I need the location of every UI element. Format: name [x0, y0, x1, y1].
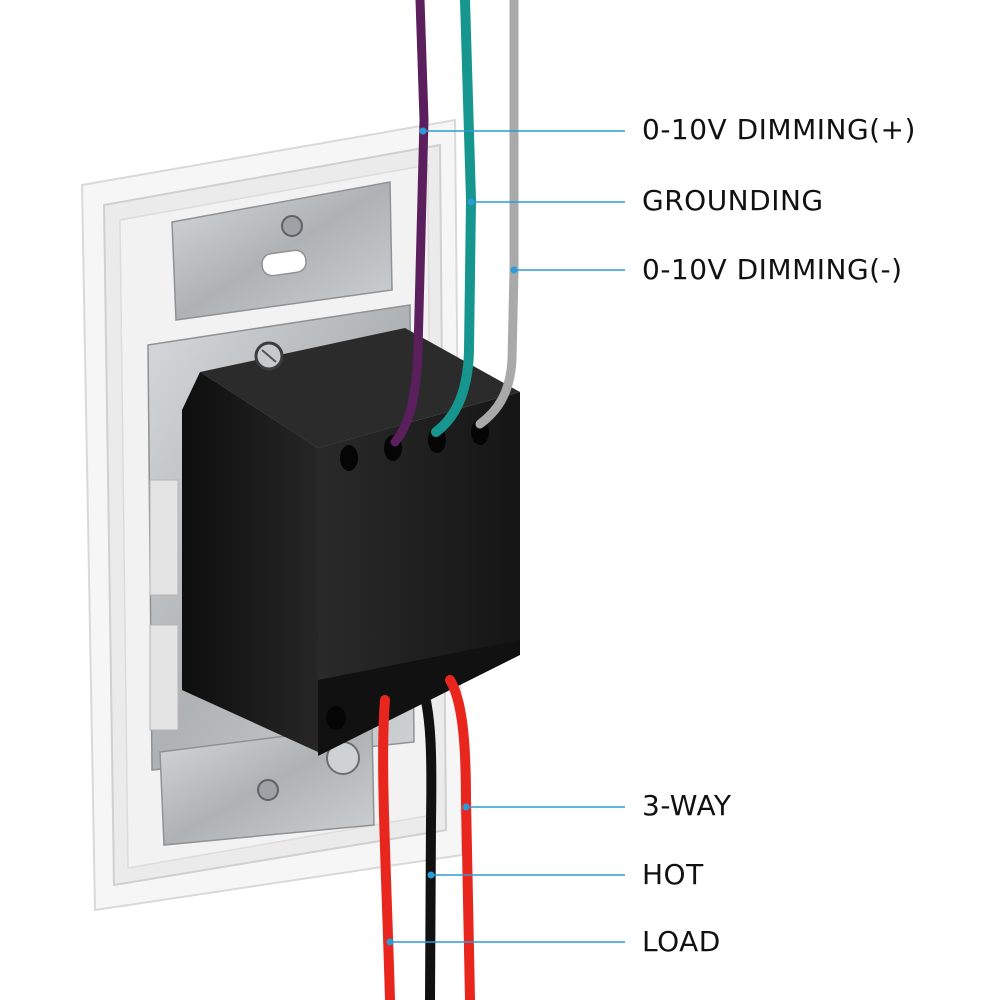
- wire-grounding: [431, 0, 477, 437]
- wire-dimming-minus: [475, 0, 519, 429]
- label-hot: HOT: [642, 858, 704, 891]
- wire-load: [378, 695, 395, 1000]
- label-load: LOAD: [642, 925, 721, 958]
- wire-3way: [445, 675, 475, 1000]
- label-dimming-minus: 0-10V DIMMING(-): [642, 253, 903, 286]
- wire-dimming-plus: [390, 0, 429, 447]
- switch-housing: [182, 328, 520, 756]
- wire-hot: [415, 675, 437, 1000]
- leader-lines: [386, 127, 625, 946]
- wires: [378, 0, 519, 1000]
- label-grounding: GROUNDING: [642, 184, 824, 217]
- label-dimming-plus: 0-10V DIMMING(+): [642, 113, 916, 146]
- label-3way: 3-WAY: [642, 789, 732, 822]
